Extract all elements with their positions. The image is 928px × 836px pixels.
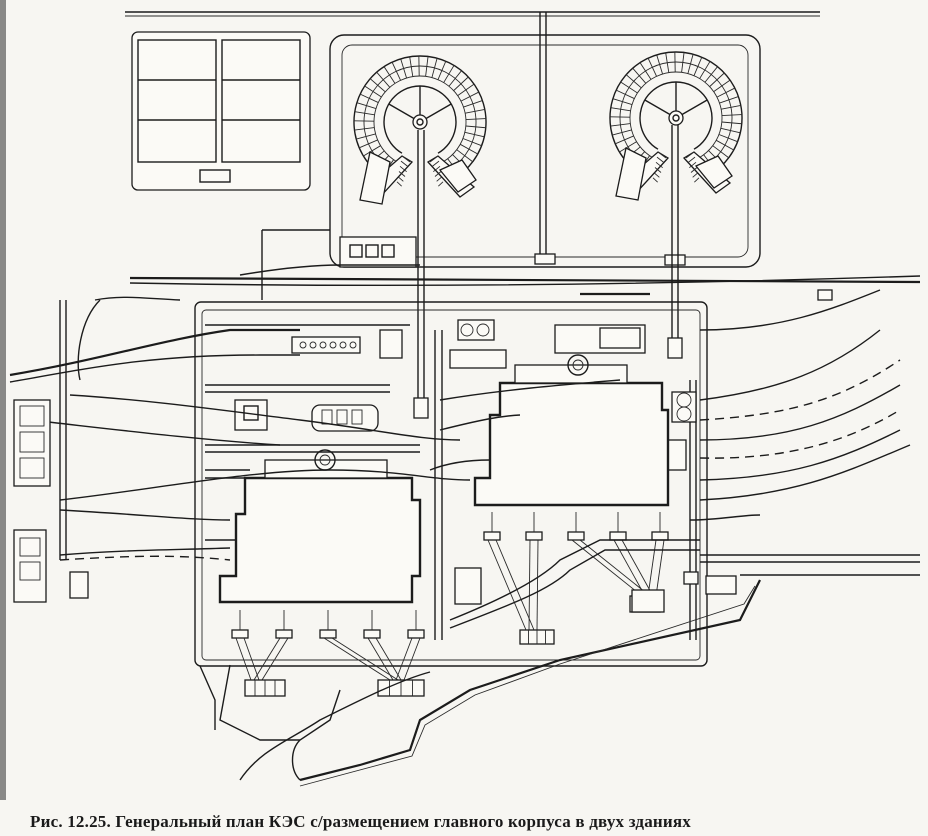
- transformer: [363, 629, 381, 639]
- coal-yard-boundary: [199, 579, 761, 787]
- scan-edge-shadow: [0, 0, 6, 800]
- switchyard: [131, 31, 311, 191]
- transformer: [567, 531, 585, 541]
- transformer: [525, 531, 543, 541]
- pump-station: [339, 236, 686, 268]
- transformer: [407, 629, 425, 639]
- transformer: [651, 531, 669, 541]
- south-road-and-conveyors: [449, 539, 920, 629]
- top-boundary: [125, 11, 820, 255]
- right-side-tracks: [689, 289, 911, 521]
- internal-roads: [205, 324, 697, 640]
- transformer: [609, 531, 627, 541]
- site-plan-drawing: [0, 0, 921, 800]
- figure-caption: Рис. 12.25. Генеральный план КЭС с/разме…: [30, 812, 692, 831]
- cooling-tower-left: [353, 55, 487, 205]
- railway-sidings: [9, 296, 621, 561]
- transformer: [231, 629, 249, 639]
- industrial-site-boundary: [194, 301, 708, 667]
- transformer: [483, 531, 501, 541]
- cooling-towers: [353, 51, 743, 205]
- transformer: [319, 629, 337, 639]
- transformer: [275, 629, 293, 639]
- cooling-tower-right: [609, 51, 743, 201]
- main-building-left: [218, 449, 422, 604]
- circulating-water-conduits: [413, 125, 683, 419]
- railway-main-tracks: [129, 264, 921, 301]
- main-building-right-transformers: [483, 512, 669, 645]
- main-building-left-transformers: [231, 610, 425, 697]
- main-building-right: [473, 354, 670, 507]
- left-edge-structures: [13, 300, 89, 603]
